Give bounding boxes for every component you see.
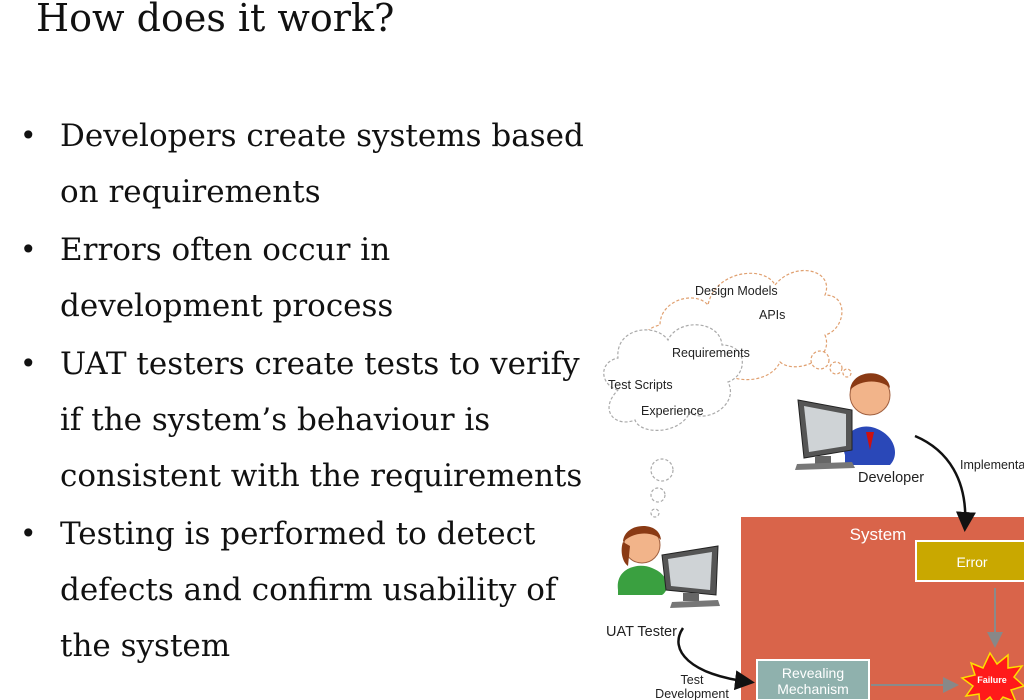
tester-computer-icon — [661, 545, 720, 608]
failure-label: Failure — [977, 675, 1007, 685]
test-development-label-line1: Test — [681, 673, 704, 687]
developer-label: Developer — [858, 470, 924, 486]
cloud-design-models: Design Models — [695, 284, 778, 298]
test-development-arrow — [677, 627, 755, 691]
cloud-requirements: Requirements — [672, 346, 750, 360]
uat-tester-label: UAT Tester — [606, 624, 677, 640]
revealing-mechanism-box — [756, 659, 870, 700]
developer-person-icon — [843, 373, 895, 465]
error-label: Error — [956, 554, 987, 570]
developer-computer-icon — [795, 399, 855, 470]
bullet-item: Errors often occur in development proces… — [20, 222, 600, 334]
system-label: System — [850, 525, 907, 544]
tester-thought-cloud — [603, 324, 743, 518]
cloud-apis: APIs — [759, 308, 785, 322]
cloud-experience: Experience — [641, 404, 704, 418]
implementation-arrow — [914, 434, 976, 532]
bullet-list: Developers create systems based on requi… — [20, 108, 600, 674]
revealing-mechanism-line1: Revealing — [782, 665, 844, 681]
cloud-test-scripts: Test Scripts — [608, 378, 673, 392]
tester-person-icon — [617, 525, 668, 595]
failure-burst-icon — [960, 651, 1024, 700]
test-development-label-line2: Development — [655, 687, 729, 700]
error-box — [915, 540, 1024, 582]
bullet-item: UAT testers create tests to verify if th… — [20, 336, 600, 504]
bullet-item: Developers create systems based on requi… — [20, 108, 600, 220]
implementation-label: Implementa — [960, 458, 1024, 472]
revealing-mechanism-line2: Mechanism — [777, 681, 849, 697]
bullet-item: Testing is performed to detect defects a… — [20, 506, 600, 674]
slide-title: How does it work? — [36, 0, 395, 40]
uat-process-diagram: Design Models APIs Requirements Test Scr… — [603, 270, 1024, 700]
